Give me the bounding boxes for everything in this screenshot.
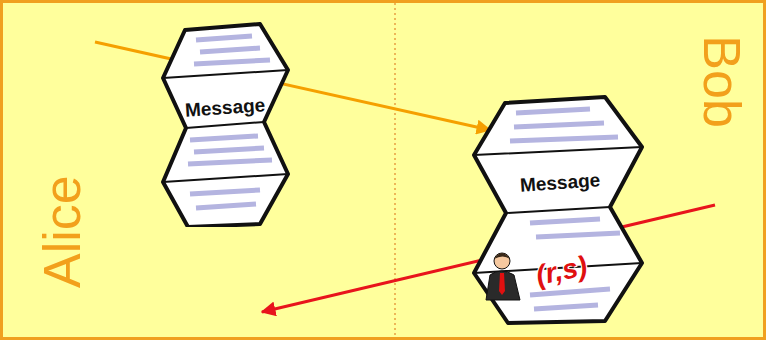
document-outline [160, 22, 290, 227]
divider-line [394, 3, 396, 337]
document-outline [470, 95, 645, 325]
signer-figure [486, 253, 520, 300]
bob-region: BobMessage(r,s) [395, 0, 766, 340]
party-label: Bob [692, 36, 749, 129]
signed-message-document: Message(r,s) [470, 95, 645, 325]
alice-region: Alice Message [0, 0, 395, 340]
send-arrow [95, 42, 490, 130]
party-label: Alice [33, 176, 90, 289]
message-document: Message [160, 22, 290, 227]
